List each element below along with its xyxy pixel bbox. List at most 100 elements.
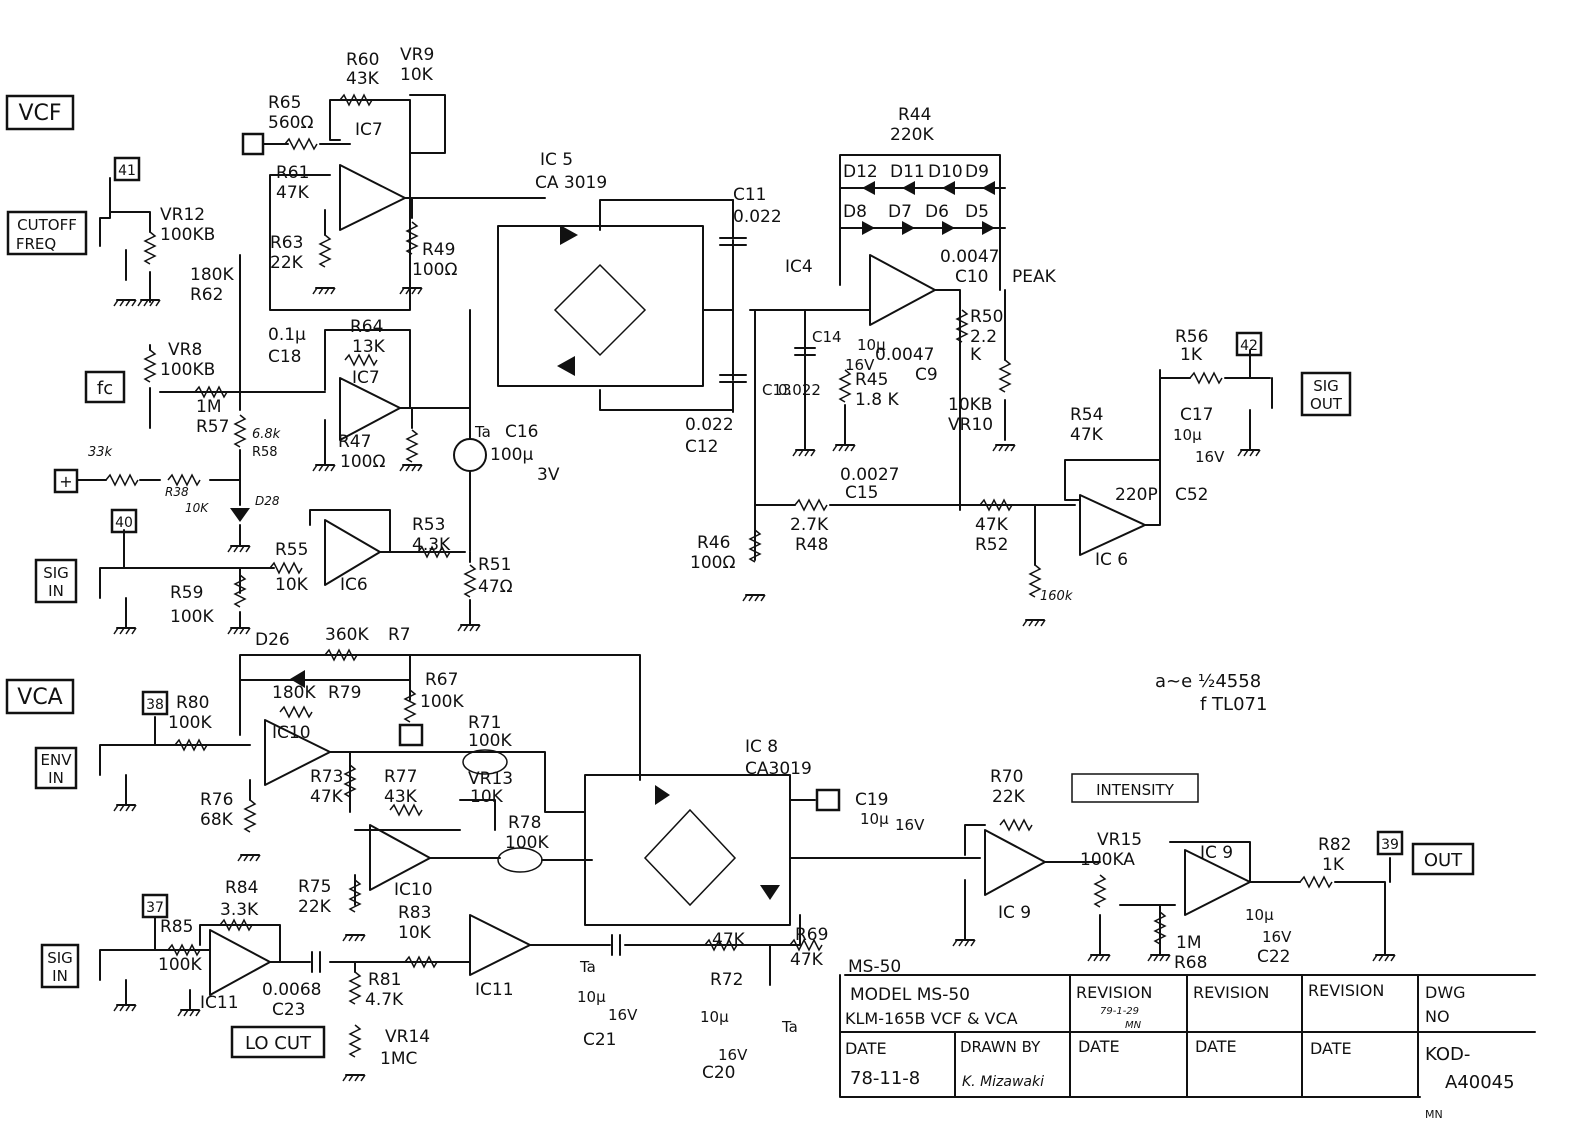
svg-text:D9: D9 <box>965 162 989 182</box>
svg-text:0.0068: 0.0068 <box>262 980 321 1000</box>
svg-text:C15: C15 <box>845 483 879 503</box>
svg-text:IN: IN <box>48 582 64 600</box>
svg-text:68K: 68K <box>200 810 234 830</box>
svg-text:1MC: 1MC <box>380 1049 417 1069</box>
intensity-box <box>1071 773 1199 803</box>
svg-text:IC10: IC10 <box>272 723 311 743</box>
svg-text:R56: R56 <box>1175 327 1208 347</box>
svg-text:IC 8: IC 8 <box>745 737 778 757</box>
svg-text:39: 39 <box>1381 837 1399 853</box>
svg-text:10K: 10K <box>400 65 434 85</box>
svg-text:IN: IN <box>52 967 68 985</box>
svg-text:R65: R65 <box>268 93 301 113</box>
svg-text:47K: 47K <box>790 950 824 970</box>
svg-text:R69: R69 <box>795 925 828 945</box>
svg-text:180K: 180K <box>190 265 234 285</box>
svg-text:16V: 16V <box>718 1046 748 1064</box>
svg-text:1.8 K: 1.8 K <box>855 390 899 410</box>
svg-text:100K: 100K <box>420 692 464 712</box>
svg-text:DATE: DATE <box>1078 1037 1120 1056</box>
vca-sig-in-jack-label: SIG IN <box>40 943 80 989</box>
svg-text:C14: C14 <box>812 328 842 346</box>
svg-text:DATE: DATE <box>1310 1039 1352 1058</box>
svg-text:R61: R61 <box>276 163 309 183</box>
svg-text:MS-50: MS-50 <box>848 957 901 977</box>
svg-text:100KB: 100KB <box>160 225 215 245</box>
svg-text:10K: 10K <box>185 501 209 515</box>
svg-text:MN: MN <box>1125 1020 1142 1031</box>
svg-text:0.0027: 0.0027 <box>840 465 899 485</box>
svg-text:R71: R71 <box>468 713 501 733</box>
svg-text:220P: 220P <box>1115 485 1158 505</box>
svg-text:VR10: VR10 <box>948 415 993 435</box>
svg-text:R53: R53 <box>412 515 445 535</box>
svg-text:fc: fc <box>97 378 113 399</box>
svg-text:100KA: 100KA <box>1080 850 1135 870</box>
svg-text:180K: 180K <box>272 683 316 703</box>
svg-text:1K: 1K <box>1322 855 1345 875</box>
svg-text:100K: 100K <box>468 731 512 751</box>
svg-text:4.3K: 4.3K <box>412 535 451 555</box>
svg-text:DWG: DWG <box>1425 983 1466 1002</box>
terminal-40: 40 <box>110 508 138 534</box>
svg-text:R45: R45 <box>855 370 888 390</box>
svg-text:REVISION: REVISION <box>1076 983 1152 1002</box>
svg-text:R80: R80 <box>176 693 209 713</box>
vcf-sig-in-jack-label: SIG IN <box>34 558 78 604</box>
terminal-41: 41 <box>113 156 141 182</box>
svg-text:100μ: 100μ <box>490 445 533 465</box>
svg-text:DATE: DATE <box>1195 1037 1237 1056</box>
svg-text:0.1μ: 0.1μ <box>268 325 306 345</box>
terminal-39: 39 <box>1376 830 1404 856</box>
sig-out-jack-label: SIG OUT <box>1300 371 1352 417</box>
svg-text:C17: C17 <box>1180 405 1214 425</box>
svg-text:100Ω: 100Ω <box>340 452 385 472</box>
intensity-label: INTENSITY <box>1096 781 1175 799</box>
svg-text:R79: R79 <box>328 683 361 703</box>
svg-text:VR12: VR12 <box>160 205 205 225</box>
svg-text:IC7: IC7 <box>355 120 383 140</box>
cutoff-freq-jack-label: CUTOFF FREQ <box>6 210 88 256</box>
vcf-component-labels: R60 43K VR9 10K R65 560Ω IC7 R61 47K R63… <box>88 45 1225 627</box>
svg-text:4.7K: 4.7K <box>365 990 404 1010</box>
svg-text:0.0047: 0.0047 <box>875 345 934 365</box>
svg-text:6.8k: 6.8k <box>252 427 281 442</box>
svg-text:R38: R38 <box>165 485 189 499</box>
svg-text:R75: R75 <box>298 877 331 897</box>
svg-text:VR8: VR8 <box>168 340 202 360</box>
svg-text:R78: R78 <box>508 813 541 833</box>
svg-text:VCF: VCF <box>18 101 61 126</box>
svg-text:R76: R76 <box>200 790 233 810</box>
svg-text:R60: R60 <box>346 50 379 70</box>
svg-text:43K: 43K <box>346 69 380 89</box>
svg-text:D28: D28 <box>255 494 280 508</box>
svg-text:D11: D11 <box>890 162 925 182</box>
svg-text:CUTOFF: CUTOFF <box>17 216 77 234</box>
svg-text:22K: 22K <box>270 253 304 273</box>
svg-text:560Ω: 560Ω <box>268 113 313 133</box>
svg-text:16V: 16V <box>608 1006 638 1024</box>
svg-text:R64: R64 <box>350 317 383 337</box>
svg-text:IC 9: IC 9 <box>998 903 1031 923</box>
svg-text:C22: C22 <box>1257 947 1291 967</box>
svg-text:100K: 100K <box>170 607 214 627</box>
svg-text:A40045: A40045 <box>1445 1072 1515 1093</box>
svg-text:IC 6: IC 6 <box>1095 550 1128 570</box>
svg-text:22K: 22K <box>298 897 332 917</box>
svg-text:16V: 16V <box>1195 448 1225 466</box>
svg-text:10μ: 10μ <box>577 988 606 1006</box>
svg-text:R58: R58 <box>252 445 278 460</box>
svg-text:16V: 16V <box>845 356 875 374</box>
svg-text:R51: R51 <box>478 555 511 575</box>
svg-text:38: 38 <box>146 697 164 713</box>
svg-text:R47: R47 <box>338 432 371 452</box>
svg-text:0.0047: 0.0047 <box>940 247 999 267</box>
svg-text:10μ: 10μ <box>1245 906 1274 924</box>
svg-text:R63: R63 <box>270 233 303 253</box>
svg-text:VR9: VR9 <box>400 45 434 65</box>
svg-text:D12: D12 <box>843 162 878 182</box>
svg-text:R84: R84 <box>225 878 258 898</box>
svg-text:R44: R44 <box>898 105 931 125</box>
svg-text:VCA: VCA <box>17 685 62 710</box>
